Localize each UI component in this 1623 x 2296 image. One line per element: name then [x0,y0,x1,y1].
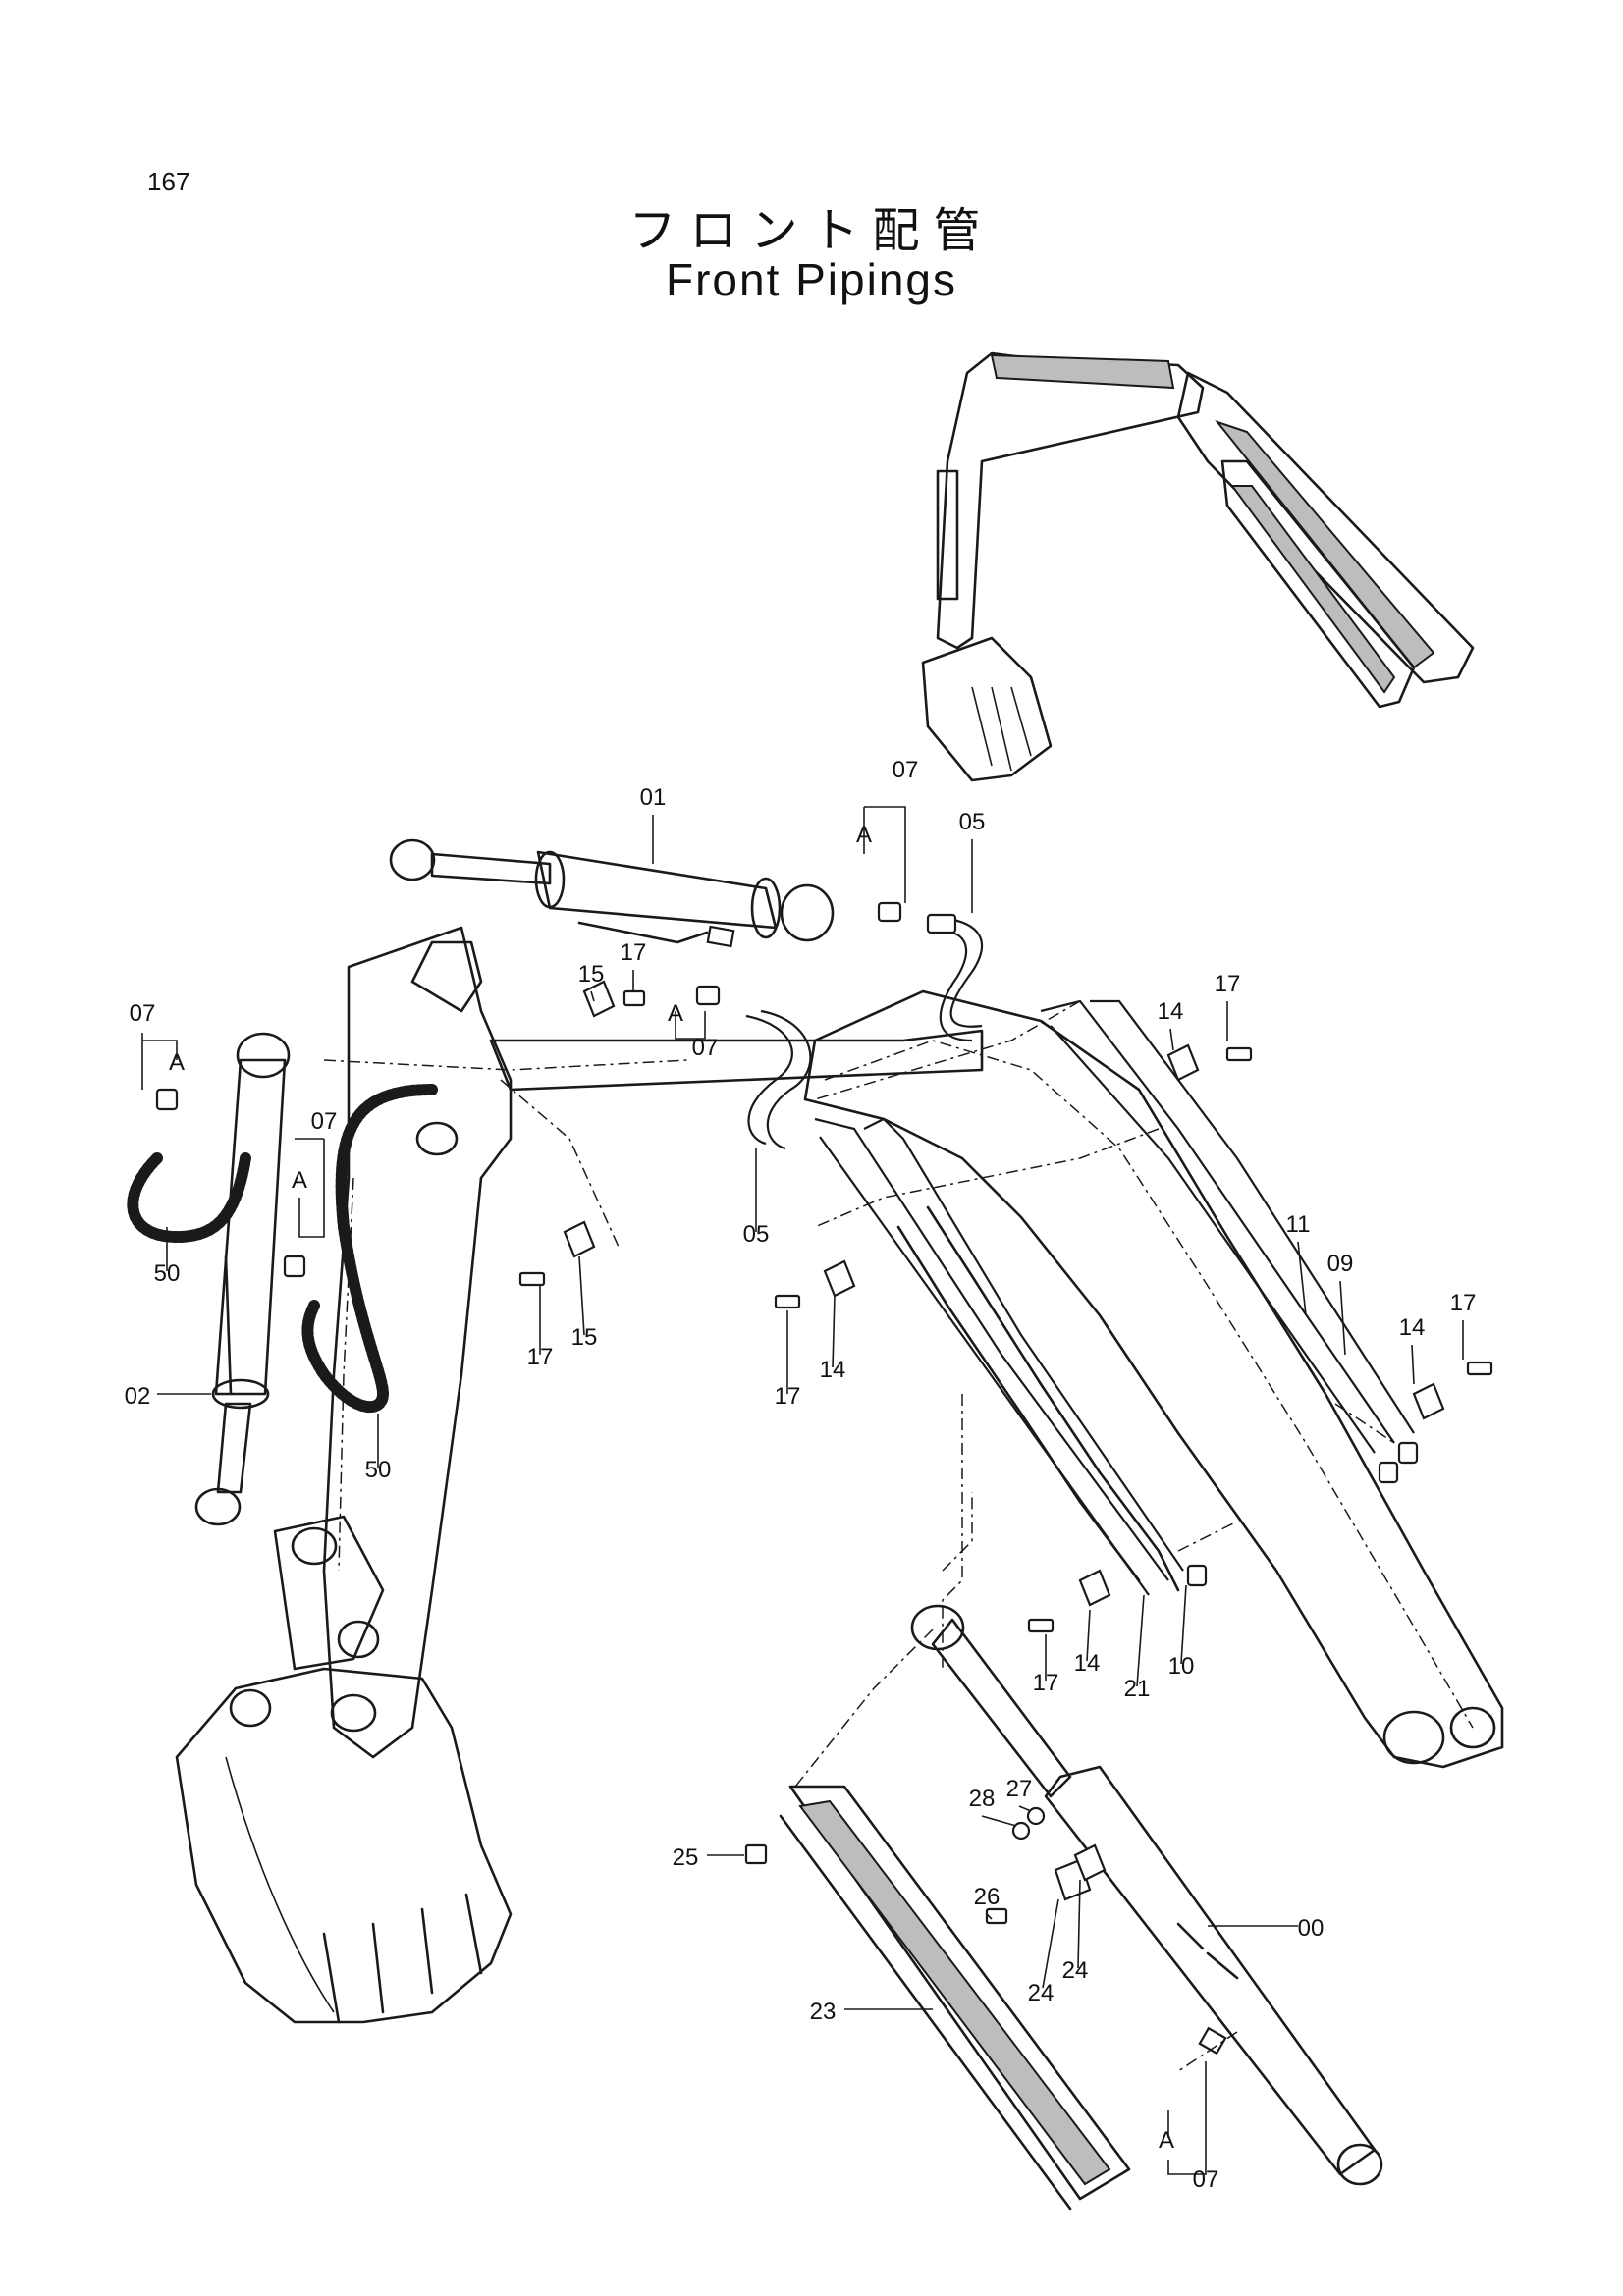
overview-front-illustration [921,351,1475,782]
leader-lines [141,806,1464,2175]
part-callout-14: 14 [1158,998,1184,1025]
boom-cylinder-01 [389,838,835,948]
part-callout-00: 00 [1298,1915,1325,1942]
part-callout-28: 28 [969,1786,996,1812]
arm-cylinder-00 [910,1604,1383,2186]
page-number: 167 [147,167,190,196]
part-callout-a: A [169,1049,185,1076]
main-boom-illustration [803,989,1504,1769]
hose-05 [745,916,983,1150]
part-callout-17: 17 [775,1383,801,1410]
part-callout-a: A [1159,2127,1174,2154]
part-callout-17: 17 [1215,971,1241,997]
pipes-21-10 [814,1117,1184,1596]
part-callout-17: 17 [621,939,647,966]
part-callout-11: 11 [1286,1211,1311,1238]
part-callout-a: A [292,1167,307,1194]
part-callout-09: 09 [1327,1251,1354,1277]
page-title-japanese: フロント配管 [628,203,995,258]
pipes-09-11 [1040,999,1415,1454]
part-callout-25: 25 [673,1844,699,1871]
part-callout-07: 07 [311,1108,338,1135]
cylinder-guard-23 [779,1785,1131,2211]
part-callout-27: 27 [1006,1776,1033,1802]
part-callout-07: 07 [893,757,919,783]
part-callout-14: 14 [1074,1650,1101,1677]
part-callout-24: 24 [1028,1980,1055,2006]
part-callout-15: 15 [578,961,605,988]
part-callout-05: 05 [743,1221,770,1248]
assembly-lines [500,1000,1395,2072]
part-callout-a: A [668,1000,683,1027]
arm-illustration [273,926,984,1759]
part-callout-50: 50 [154,1260,181,1287]
page-title-english: Front Pipings [665,254,957,305]
part-callout-05: 05 [959,809,986,835]
part-callout-26: 26 [974,1884,1001,1910]
bucket-cylinder-02 [194,1032,291,1526]
part-callout-23: 23 [810,1999,837,2025]
part-callout-17: 17 [1450,1290,1477,1316]
part-callout-07: 07 [130,1000,156,1027]
part-callout-15: 15 [571,1324,598,1351]
part-callout-21: 21 [1124,1676,1151,1702]
part-callout-10: 10 [1168,1653,1195,1680]
part-callout-24: 24 [1062,1957,1089,1984]
part-callout-a: A [856,822,872,848]
part-callout-07: 07 [1193,2166,1219,2193]
part-callout-01: 01 [640,784,667,811]
part-callout-50: 50 [365,1457,392,1483]
part-callout-14: 14 [1399,1314,1426,1341]
part-callout-02: 02 [125,1383,151,1410]
part-callout-14: 14 [820,1357,846,1383]
part-callout-17: 17 [527,1344,554,1370]
part-callout-07: 07 [692,1035,719,1061]
fittings-group [155,901,1493,1925]
hose-50-left [127,1152,251,1244]
bucket-illustration [175,1667,513,2024]
part-callout-17: 17 [1033,1670,1059,1696]
hose-50-center [301,1084,438,1414]
